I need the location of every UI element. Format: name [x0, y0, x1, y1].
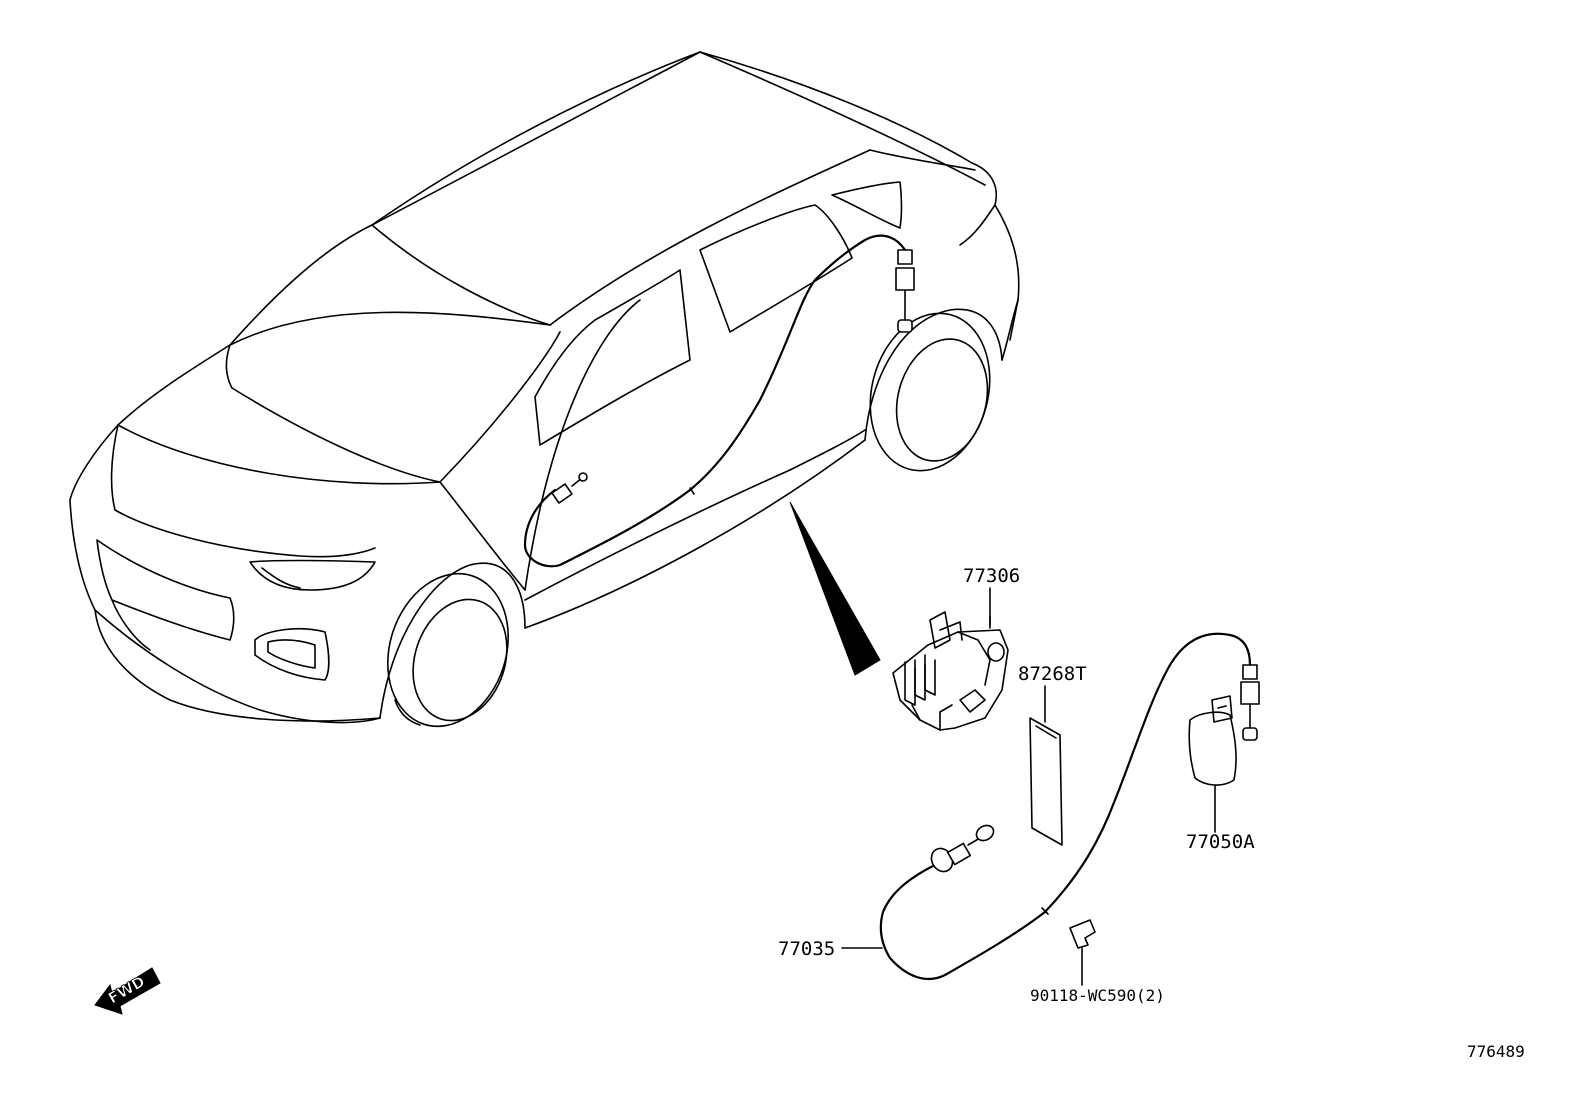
fuel-lid — [1188, 695, 1237, 833]
callout-insulator: 87268T — [1018, 663, 1087, 685]
vehicle-outline — [69, 51, 1020, 728]
latch-assembly — [892, 587, 1009, 731]
insulator-pad — [1029, 685, 1063, 846]
figure-number: 776489 — [1467, 1042, 1525, 1061]
callout-cable: 77035 — [778, 938, 835, 960]
detail-pointer — [789, 501, 881, 676]
callout-lid: 77050A — [1186, 831, 1255, 853]
fwd-arrow-icon: FWD — [94, 967, 161, 1015]
opener-cable — [841, 632, 1260, 980]
callout-clip: 90118-WC590(2) — [1030, 986, 1165, 1005]
cable-clip — [1069, 919, 1096, 986]
callout-latch: 77306 — [963, 565, 1020, 587]
